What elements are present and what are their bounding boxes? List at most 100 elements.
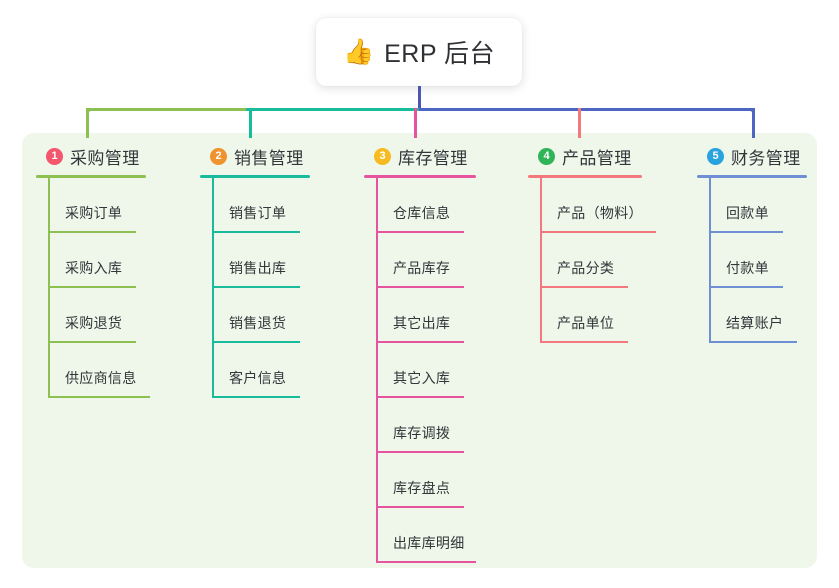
branch-item-underline xyxy=(48,396,150,398)
branch-item[interactable]: 仓库信息 xyxy=(364,178,496,233)
branch-header-underline xyxy=(36,175,146,178)
branch-item[interactable]: 其它出库 xyxy=(364,288,496,343)
branch-item-underline xyxy=(212,341,300,343)
branch-item-underline xyxy=(540,231,656,233)
branch-item-underline xyxy=(212,286,300,288)
branch-item-underline xyxy=(376,341,464,343)
branch-item-label: 销售退货 xyxy=(229,315,287,331)
branch-item-label: 客户信息 xyxy=(229,370,287,386)
branch-item-underline xyxy=(540,341,628,343)
branch-item[interactable]: 库存盘点 xyxy=(364,453,496,508)
branch-item-label: 采购退货 xyxy=(65,315,123,331)
branch-item-label: 产品库存 xyxy=(393,260,451,276)
branch-item[interactable]: 销售退货 xyxy=(200,288,330,343)
branch-header-underline xyxy=(364,175,476,178)
branch-item-label: 供应商信息 xyxy=(65,370,137,386)
branch-item[interactable]: 供应商信息 xyxy=(36,343,166,398)
branch-number-badge: 4 xyxy=(538,147,555,165)
branch-item[interactable]: 客户信息 xyxy=(200,343,330,398)
branch-item[interactable]: 销售订单 xyxy=(200,178,330,233)
branch-title: 产品管理 xyxy=(562,148,632,168)
branch-item-underline xyxy=(48,286,136,288)
drop-to-branch-5 xyxy=(752,108,755,138)
branch-number-badge: 1 xyxy=(46,147,63,165)
branch-item-underline xyxy=(709,341,797,343)
branch-items: 采购订单采购入库采购退货供应商信息 xyxy=(36,178,166,398)
thumbs-up-icon: 👍 xyxy=(342,37,375,66)
branch-number-badge: 5 xyxy=(707,147,724,165)
branch-item-underline xyxy=(376,396,464,398)
branch-item[interactable]: 采购订单 xyxy=(36,178,166,233)
root-node-card[interactable]: 👍 ERP 后台 xyxy=(316,18,522,86)
branch-item-label: 仓库信息 xyxy=(393,205,451,221)
branch-header-underline xyxy=(200,175,310,178)
branch-item[interactable]: 付款单 xyxy=(697,233,827,288)
branch-item-underline xyxy=(540,286,628,288)
branch-item-label: 产品（物料） xyxy=(557,205,643,221)
root-stem-connector xyxy=(418,86,421,110)
branch-item[interactable]: 结算账户 xyxy=(697,288,827,343)
branch-item[interactable]: 其它入库 xyxy=(364,343,496,398)
branch-item-underline xyxy=(376,506,464,508)
branch-item-label: 出库库明细 xyxy=(393,535,465,551)
branch-title: 采购管理 xyxy=(70,148,140,168)
branch-title: 库存管理 xyxy=(398,148,468,168)
branch-item-label: 回款单 xyxy=(726,205,769,221)
branch-item-label: 结算账户 xyxy=(726,315,784,331)
branch-spine xyxy=(376,178,378,563)
branch-item[interactable]: 产品（物料） xyxy=(528,178,662,233)
branch-header-5[interactable]: 5 财务管理 xyxy=(697,143,827,169)
branch-column-4: 4 产品管理产品（物料） 产品分类产品单位 xyxy=(528,143,662,343)
drop-to-branch-1 xyxy=(86,108,89,138)
branch-item-label: 销售出库 xyxy=(229,260,287,276)
branch-item[interactable]: 回款单 xyxy=(697,178,827,233)
branch-item-label: 采购订单 xyxy=(65,205,123,221)
branch-header-underline xyxy=(528,175,642,178)
branch-item-label: 采购入库 xyxy=(65,260,123,276)
branch-item-underline xyxy=(48,341,136,343)
branch-column-1: 1 采购管理采购订单采购入库采购退货供应商信息 xyxy=(36,143,166,398)
bar-segment-left-green xyxy=(88,108,248,111)
branch-item-label: 库存调拨 xyxy=(393,425,451,441)
drop-to-branch-3 xyxy=(414,108,417,138)
bar-segment-mid-teal xyxy=(246,108,421,111)
branch-item-underline xyxy=(48,231,136,233)
branch-items: 回款单付款单结算账户 xyxy=(697,178,827,343)
branch-item[interactable]: 采购退货 xyxy=(36,288,166,343)
drop-to-branch-4 xyxy=(578,108,581,138)
bar-segment-right-blue xyxy=(419,108,753,111)
branch-item[interactable]: 出库库明细 xyxy=(364,508,496,563)
drop-to-branch-2 xyxy=(249,108,252,138)
branch-number-badge: 2 xyxy=(210,147,227,165)
branch-item-label: 销售订单 xyxy=(229,205,287,221)
root-node-title: ERP 后台 xyxy=(384,40,496,68)
branch-item-underline xyxy=(376,231,464,233)
branch-spine xyxy=(48,178,50,398)
branch-item-underline xyxy=(376,286,464,288)
branch-item[interactable]: 库存调拨 xyxy=(364,398,496,453)
branch-spine xyxy=(709,178,711,343)
branch-item-underline xyxy=(376,451,464,453)
branch-item-label: 付款单 xyxy=(726,260,769,276)
branch-header-4[interactable]: 4 产品管理 xyxy=(528,143,662,169)
diagram-background-panel xyxy=(22,133,817,568)
branch-spine xyxy=(540,178,542,343)
branch-item[interactable]: 销售出库 xyxy=(200,233,330,288)
branch-item-underline xyxy=(709,231,783,233)
branch-item[interactable]: 产品库存 xyxy=(364,233,496,288)
branch-items: 销售订单销售出库销售退货客户信息 xyxy=(200,178,330,398)
branch-item-label: 其它入库 xyxy=(393,370,451,386)
branch-item[interactable]: 采购入库 xyxy=(36,233,166,288)
branch-item-underline xyxy=(212,231,300,233)
branch-header-underline xyxy=(697,175,807,178)
branch-title: 财务管理 xyxy=(731,148,801,168)
branch-header-1[interactable]: 1 采购管理 xyxy=(36,143,166,169)
branch-column-5: 5 财务管理回款单付款单结算账户 xyxy=(697,143,827,343)
branch-item[interactable]: 产品单位 xyxy=(528,288,662,343)
branch-item-label: 其它出库 xyxy=(393,315,451,331)
branch-item[interactable]: 产品分类 xyxy=(528,233,662,288)
branch-spine xyxy=(212,178,214,398)
